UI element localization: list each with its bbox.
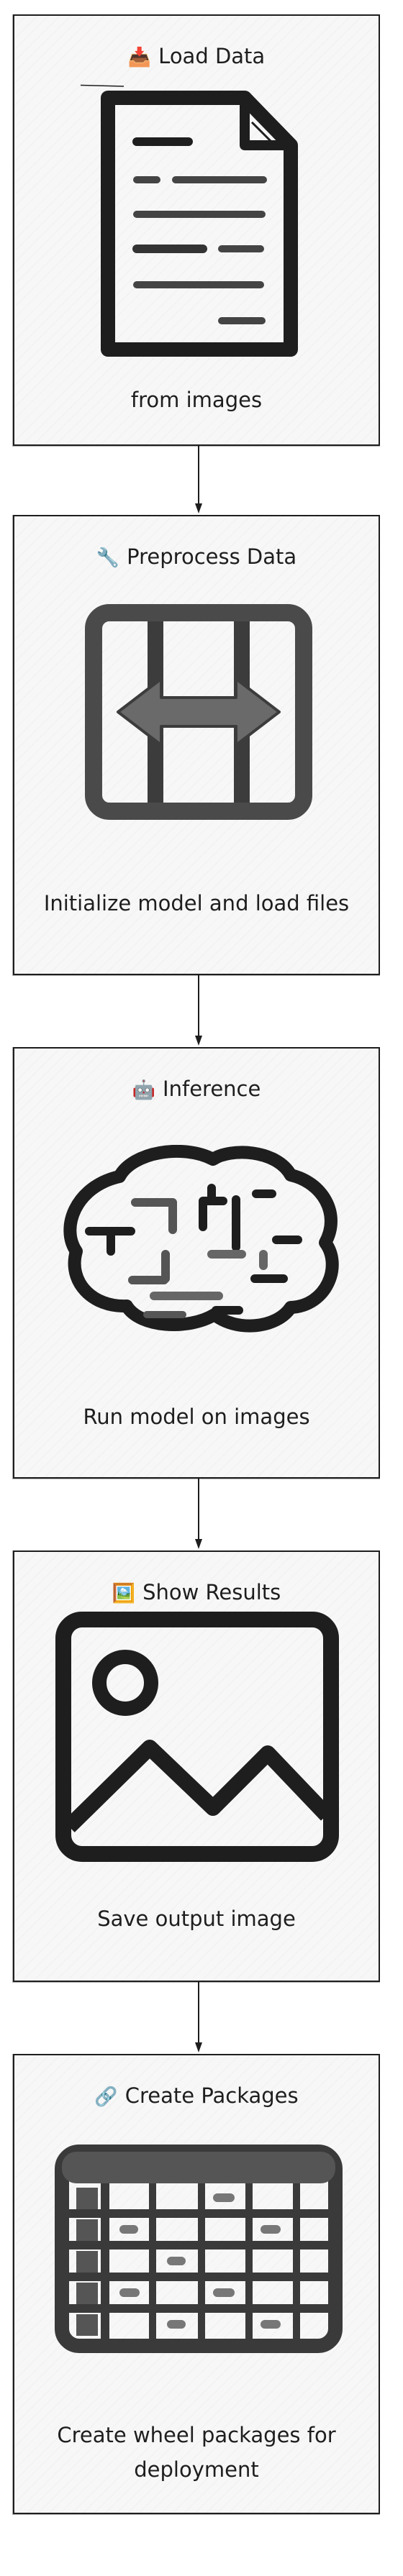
step-title-label: Create Packages [124,2083,299,2108]
step-card-load-data: 📥 Load Data from images [12,14,380,447]
image-icon [55,1612,339,1862]
wrench-icon: 🔧 [96,547,120,569]
document-icon [81,84,298,357]
table-icon [55,2145,343,2353]
step-description: Initialize model and load files [43,891,350,915]
step-title: 🖼️ Show Results [14,1579,379,1607]
connector-arrow [195,975,202,1046]
split-arrows-icon [85,604,312,820]
step-card-show-results: 🖼️ Show Results Save output image [12,1550,380,1983]
framed-picture-icon: 🖼️ [112,1583,136,1604]
step-title-label: Show Results [142,1580,281,1604]
connector-arrow [195,1479,202,1549]
brain-icon [63,1145,339,1333]
step-title: 🔧 Preprocess Data [14,544,379,571]
step-title-label: Load Data [158,44,266,68]
step-title-label: Inference [163,1077,261,1101]
step-card-inference: 🤖 Inference Run model on images [12,1047,380,1479]
connector-arrow [195,446,202,513]
step-description: Create wheel packages for deployment [57,2423,336,2482]
step-card-preprocess-data: 🔧 Preprocess Data Initialize model and lo… [12,515,380,976]
robot-icon: 🤖 [132,1079,156,1101]
link-icon: 🔗 [94,2086,118,2108]
step-title: 🤖 Inference [14,1076,379,1103]
step-title: 📥 Load Data [14,43,379,70]
step-description: Save output image [97,1906,296,1931]
connector-arrow [195,1982,202,2052]
step-description: from images [130,388,263,412]
inbox-icon: 📥 [127,47,152,68]
step-description: Run model on images [83,1405,310,1429]
step-card-create-packages: 🔗 Create Packages Create wheel packages f… [12,2054,380,2515]
step-title-label: Preprocess Data [127,544,297,569]
step-title: 🔗 Create Packages [14,2083,379,2110]
